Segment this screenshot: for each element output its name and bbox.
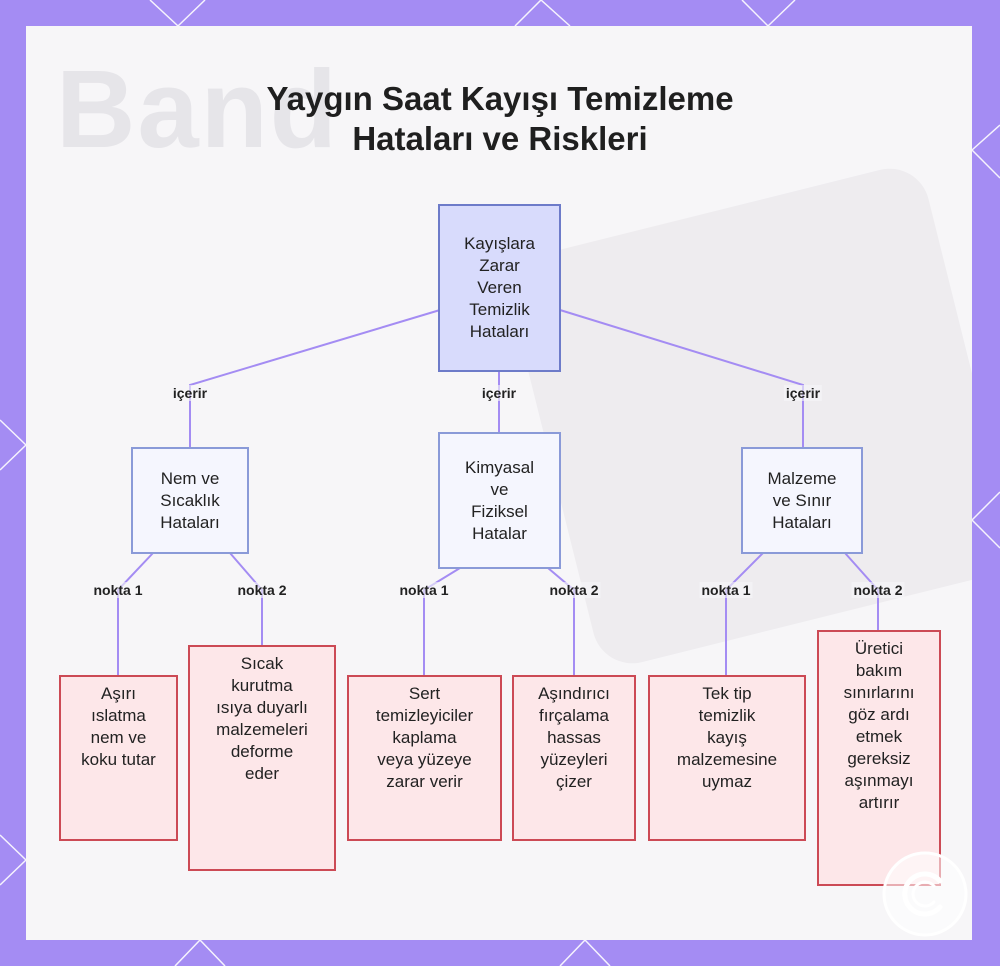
leaf-line: deforme bbox=[230, 742, 294, 761]
edge-category-1-to-leaf-2 bbox=[229, 552, 263, 645]
root-line: Zarar bbox=[479, 256, 520, 275]
edge-label-leaf-4: nokta 2 bbox=[547, 582, 601, 598]
leaf-line: artırır bbox=[858, 793, 900, 812]
leaf-line: göz ardı bbox=[848, 705, 910, 724]
leaf-text: Üretici bakım sınırlarını göz ardı etmek… bbox=[844, 638, 915, 814]
edge-root-to-category-1 bbox=[189, 309, 441, 447]
edge-category-3-to-leaf-5 bbox=[725, 552, 764, 675]
leaf-line: Sıcak bbox=[240, 654, 284, 673]
category-line: Hataları bbox=[772, 512, 832, 532]
leaf-line: Tek tip bbox=[702, 684, 752, 703]
leaf-line: ısıya duyarlı bbox=[216, 698, 308, 717]
leaf-node-harsh-cleaners: Sert temizleyiciler kaplama veya yüzeye … bbox=[347, 675, 502, 841]
edge-label-leaf-6: nokta 2 bbox=[851, 582, 905, 598]
leaf-text: Tek tip temizlik kayış malzemesine uymaz bbox=[677, 683, 777, 793]
title-line-1: Yaygın Saat Kayışı Temizleme bbox=[266, 80, 734, 117]
leaf-node-heat-drying: Sıcak kurutma ısıya duyarlı malzemeleri … bbox=[188, 645, 336, 871]
category-line: Fiziksel bbox=[471, 501, 528, 521]
leaf-line: ıslatma bbox=[91, 706, 146, 725]
category-line: ve Sınır bbox=[772, 490, 832, 510]
category-line: Hatalar bbox=[472, 523, 527, 543]
category-text: Kimyasal ve Fiziksel Hatalar bbox=[465, 457, 534, 545]
diagram-title: Yaygın Saat Kayışı Temizleme Hataları ve… bbox=[0, 79, 1000, 159]
edge-root-to-category-3 bbox=[559, 309, 804, 447]
leaf-node-one-size-cleaning: Tek tip temizlik kayış malzemesine uymaz bbox=[648, 675, 806, 841]
edge-label-leaf-3: nokta 1 bbox=[397, 582, 451, 598]
category-text: Nem ve Sıcaklık Hataları bbox=[160, 468, 220, 534]
leaf-line: etmek bbox=[855, 727, 903, 746]
leaf-line: yüzeyleri bbox=[540, 750, 608, 769]
leaf-line: temizleyiciler bbox=[375, 706, 474, 725]
root-line: Hataları bbox=[469, 322, 530, 341]
root-node: Kayışlara Zarar Veren Temizlik Hataları bbox=[438, 204, 561, 372]
leaf-line: malzemeleri bbox=[216, 720, 308, 739]
circular-c-logo-icon bbox=[882, 851, 968, 937]
leaf-line: veya yüzeye bbox=[377, 750, 472, 769]
category-text: Malzeme ve Sınır Hataları bbox=[768, 468, 837, 534]
leaf-line: aşınmayı bbox=[844, 771, 914, 790]
category-line: Malzeme bbox=[767, 468, 837, 488]
edge-label-leaf-2: nokta 2 bbox=[235, 582, 289, 598]
leaf-text: Sıcak kurutma ısıya duyarlı malzemeleri … bbox=[216, 653, 308, 785]
leaf-line: kayış bbox=[707, 728, 747, 747]
leaf-node-over-wetting: Aşırı ıslatma nem ve koku tutar bbox=[59, 675, 178, 841]
leaf-line: koku tutar bbox=[81, 750, 156, 769]
leaf-text: Aşırı ıslatma nem ve koku tutar bbox=[81, 683, 156, 771]
leaf-line: temizlik bbox=[698, 706, 756, 725]
leaf-text: Sert temizleyiciler kaplama veya yüzeye … bbox=[376, 683, 473, 793]
edge-label-category-1: içerir bbox=[170, 385, 210, 401]
leaf-line: Üretici bbox=[854, 639, 904, 658]
category-node-material-limits: Malzeme ve Sınır Hataları bbox=[741, 447, 863, 554]
leaf-line: bakım bbox=[855, 661, 903, 680]
leaf-line: sınırlarını bbox=[843, 683, 915, 702]
edge-label-category-3: içerir bbox=[783, 385, 823, 401]
leaf-line: kurutma bbox=[231, 676, 293, 695]
leaf-node-manufacturer-limits: Üretici bakım sınırlarını göz ardı etmek… bbox=[817, 630, 941, 886]
leaf-line: zarar verir bbox=[386, 772, 463, 791]
root-line: Temizlik bbox=[469, 300, 530, 319]
leaf-node-abrasive-brushing: Aşındırıcı fırçalama hassas yüzeyleri çi… bbox=[512, 675, 636, 841]
edge-category-1-to-leaf-1 bbox=[117, 552, 154, 675]
leaf-line: Aşındırıcı bbox=[538, 684, 610, 703]
edge-label-leaf-5: nokta 1 bbox=[699, 582, 753, 598]
leaf-line: eder bbox=[244, 764, 280, 783]
category-line: Kimyasal bbox=[465, 457, 534, 477]
edge-label-leaf-1: nokta 1 bbox=[91, 582, 145, 598]
leaf-line: kaplama bbox=[392, 728, 457, 747]
leaf-line: Aşırı bbox=[101, 684, 136, 703]
root-line: Veren bbox=[477, 278, 522, 297]
edge-label-category-2: içerir bbox=[479, 385, 519, 401]
leaf-line: fırçalama bbox=[539, 706, 609, 725]
background-watermark: Band bbox=[56, 48, 339, 171]
leaf-line: malzemesine bbox=[676, 750, 778, 769]
root-node-text: Kayışlara Zarar Veren Temizlik Hataları bbox=[464, 233, 535, 343]
leaf-line: uymaz bbox=[701, 772, 753, 791]
leaf-text: Aşındırıcı fırçalama hassas yüzeyleri çi… bbox=[538, 683, 610, 793]
root-line: Kayışlara bbox=[464, 234, 535, 253]
category-node-chemical-physical: Kimyasal ve Fiziksel Hatalar bbox=[438, 432, 561, 569]
category-line: ve bbox=[490, 479, 509, 499]
category-line: Hataları bbox=[160, 512, 220, 532]
category-line: Nem ve bbox=[160, 468, 220, 488]
leaf-line: gereksiz bbox=[847, 749, 911, 768]
leaf-line: hassas bbox=[547, 728, 601, 747]
title-line-2: Hataları ve Riskleri bbox=[352, 120, 648, 157]
leaf-line: çizer bbox=[556, 772, 592, 791]
category-line: Sıcaklık bbox=[160, 490, 220, 510]
leaf-line: nem ve bbox=[90, 728, 147, 747]
leaf-line: Sert bbox=[408, 684, 441, 703]
category-node-moisture-heat: Nem ve Sıcaklık Hataları bbox=[131, 447, 249, 554]
